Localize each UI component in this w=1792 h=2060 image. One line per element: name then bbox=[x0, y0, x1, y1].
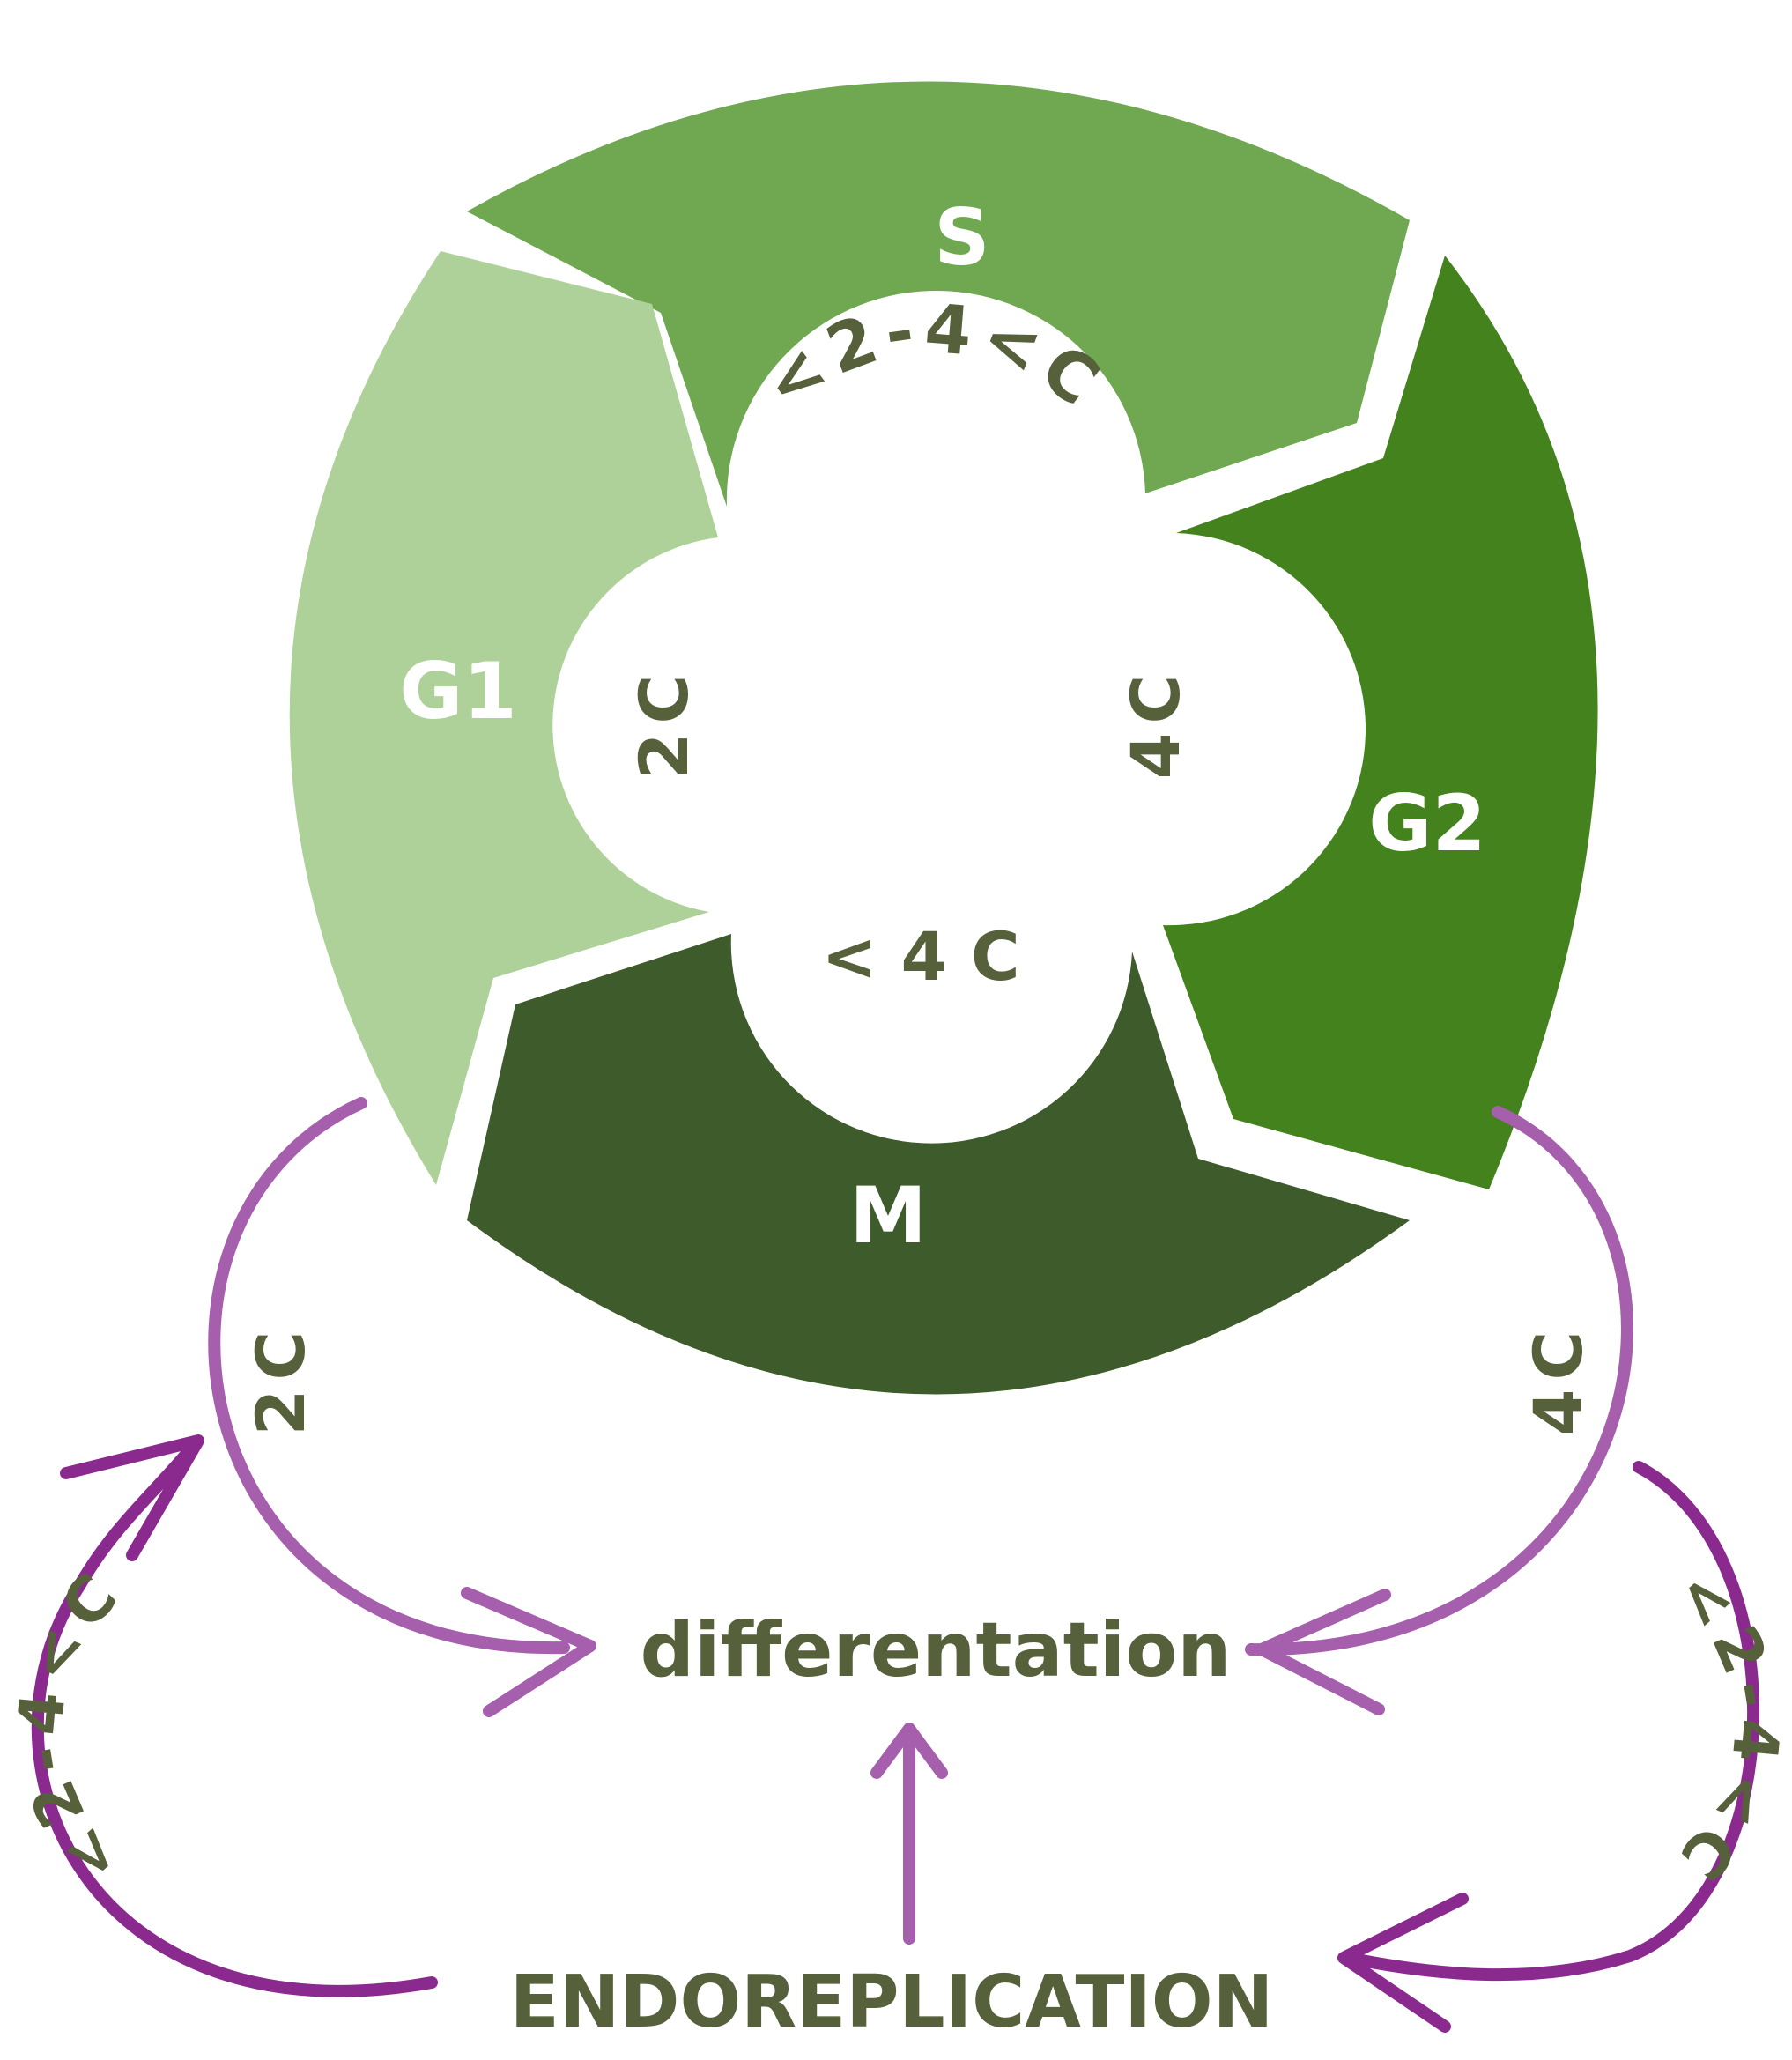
left-endo-content-label: <2-4<C bbox=[4, 1555, 136, 1899]
g2-inner-content-label: 4C bbox=[1116, 666, 1195, 780]
right-endo-content-label: <2-4<C bbox=[1662, 1555, 1792, 1899]
differentiation-label: differentation bbox=[640, 1606, 1231, 1694]
right-exit-content-label: 4C bbox=[1519, 1323, 1597, 1436]
phase-g2-label: G2 bbox=[1368, 778, 1485, 869]
right-endo-loop bbox=[1342, 1461, 1760, 1982]
endoreplication-loops bbox=[31, 1434, 1760, 2033]
exit-arrows bbox=[208, 1097, 1633, 1945]
endo-to-differentiation-arrowhead bbox=[870, 1723, 948, 1779]
left-endo-arrowhead bbox=[60, 1434, 204, 1561]
left-exit-arc bbox=[208, 1097, 570, 1655]
m-inner-content-label: < 4 C bbox=[821, 917, 1019, 996]
phase-m-segment bbox=[467, 934, 1410, 1395]
phase-s-segment bbox=[467, 81, 1410, 507]
phase-g1-segment bbox=[289, 251, 718, 1185]
phase-g1-label: G1 bbox=[399, 646, 516, 737]
cell-cycle-ring bbox=[289, 81, 1598, 1395]
left-exit-content-label: 2C bbox=[241, 1323, 320, 1436]
phase-s-label: S bbox=[934, 192, 989, 283]
left-endo-loop bbox=[31, 1439, 438, 1997]
left-exit-arrowhead bbox=[461, 1587, 596, 1717]
phase-g2-segment bbox=[1163, 256, 1598, 1189]
g1-inner-content-label: 2C bbox=[625, 666, 703, 780]
endoreplication-label: ENDOREPLICATION bbox=[510, 1960, 1274, 2044]
right-exit-arc bbox=[1245, 1106, 1633, 1656]
right-endo-arrowhead bbox=[1337, 1893, 1469, 2033]
phase-m-label: M bbox=[849, 1170, 927, 1261]
right-exit-arrowhead bbox=[1255, 1589, 1391, 1715]
